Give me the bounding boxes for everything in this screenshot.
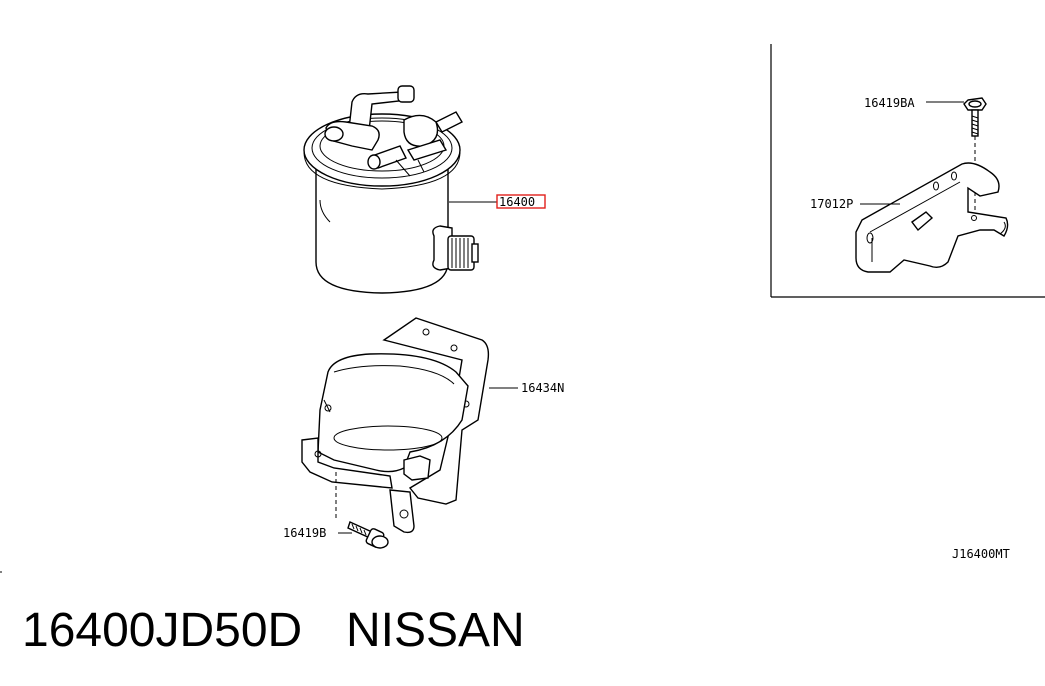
label-16400[interactable]: 16400 [499, 195, 535, 209]
caption-brand: NISSAN [346, 604, 525, 657]
filter-bracket-drawing[interactable] [301, 317, 490, 534]
diagram-code: J16400MT [952, 547, 1010, 561]
inset-frame [770, 44, 1045, 298]
label-16419b[interactable]: 16419B [283, 526, 326, 540]
caption-part-number: 16400JD50D [22, 604, 302, 657]
inset-bracket-drawing[interactable] [855, 162, 1009, 273]
fuel-filter-drawing[interactable] [303, 85, 479, 294]
highlight-box [496, 194, 546, 209]
lower-bolt-drawing[interactable] [347, 521, 389, 549]
label-16434n[interactable]: 16434N [521, 381, 564, 395]
label-17012p[interactable]: 17012P [810, 197, 853, 211]
label-16419ba[interactable]: 16419BA [864, 96, 915, 110]
